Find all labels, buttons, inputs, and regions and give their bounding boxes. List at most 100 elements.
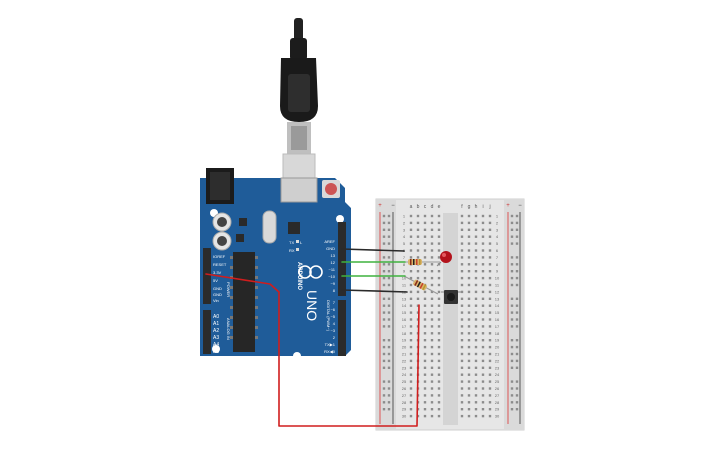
rail-hole [510, 256, 514, 259]
breadboard-hole [437, 414, 441, 418]
breadboard-hole [467, 297, 471, 300]
breadboard-hole [488, 373, 492, 376]
breadboard-hole [430, 414, 434, 418]
digital-pin-label: GND [326, 246, 335, 251]
breadboard-hole [460, 373, 464, 376]
rail-hole [515, 263, 519, 266]
digital-pin-label: TX▶1 [325, 342, 336, 347]
breadboard-hole [437, 228, 441, 231]
column-letter: d [431, 204, 434, 210]
row-number: 11 [495, 283, 500, 288]
breadboard-hole [437, 256, 441, 259]
digital-pin-label: 4 [333, 321, 336, 326]
breadboard-hole [430, 242, 434, 245]
breadboard-hole [416, 290, 420, 294]
row-number: 15 [495, 310, 500, 315]
breadboard-hole [488, 414, 492, 418]
breadboard-hole [467, 263, 471, 266]
reset-label: RESET [213, 262, 227, 267]
breadboard-hole [409, 304, 413, 307]
breadboard-hole [460, 332, 464, 335]
breadboard-hole [474, 276, 478, 280]
breadboard-hole [481, 235, 485, 238]
breadboard-hole [430, 318, 434, 321]
breadboard-hole [488, 387, 492, 390]
breadboard-hole [467, 414, 471, 418]
rail-hole [387, 311, 391, 314]
rail-hole [510, 214, 514, 218]
wire-black-gnd [341, 248, 405, 252]
row-number: 29 [402, 407, 407, 412]
rail-hole [387, 345, 391, 349]
breadboard-hole [474, 318, 478, 321]
breadboard-hole [416, 311, 420, 314]
breadboard-hole [460, 297, 464, 300]
breadboard-hole [481, 290, 485, 294]
breadboard-hole [423, 394, 427, 397]
resistor-1 [402, 259, 440, 265]
breadboard-hole [430, 235, 434, 238]
rail-plus-label: + [378, 203, 382, 209]
breadboard-hole [430, 401, 434, 404]
breadboard-hole [467, 235, 471, 238]
rail-hole [382, 214, 386, 218]
analog-pin-label: A0 [213, 314, 219, 320]
breadboard-hole [430, 311, 434, 314]
breadboard-hole [481, 345, 485, 349]
breadboard-hole [467, 373, 471, 376]
breadboard-hole [437, 380, 441, 383]
rail-hole [515, 380, 519, 383]
breadboard-hole [437, 221, 441, 225]
breadboard-hole [460, 263, 464, 266]
breadboard-hole [416, 221, 420, 225]
breadboard-hole [423, 256, 427, 259]
breadboard-hole [409, 221, 413, 225]
breadboard-hole [430, 249, 434, 252]
row-number: 29 [495, 407, 500, 412]
rail-hole [382, 401, 386, 404]
analog-pin-label: A3 [213, 335, 219, 341]
breadboard-hole [437, 249, 441, 252]
row-number: 1 [496, 214, 499, 219]
rail-hole [382, 366, 386, 369]
breadboard-hole [488, 214, 492, 218]
breadboard-hole [481, 387, 485, 390]
column-letter: e [438, 204, 441, 210]
analog-header [203, 310, 211, 354]
breadboard-hole [488, 401, 492, 404]
rail-hole [387, 408, 391, 411]
breadboard-hole [430, 290, 434, 294]
row-number: 22 [495, 358, 500, 363]
rail-hole [382, 276, 386, 280]
breadboard-hole [474, 394, 478, 397]
breadboard-hole [409, 352, 413, 356]
row-number: 18 [495, 331, 500, 336]
rail-hole [510, 380, 514, 383]
row-number: 27 [402, 393, 407, 398]
breadboard-hole [409, 256, 413, 259]
breadboard-hole [437, 387, 441, 390]
breadboard-hole [481, 263, 485, 266]
rail-hole [387, 380, 391, 383]
rail-hole [515, 394, 519, 397]
breadboard-hole [467, 359, 471, 363]
rail-hole [510, 408, 514, 411]
wire-red-5v [205, 273, 420, 427]
breadboard-hole [488, 276, 492, 280]
breadboard-hole [423, 352, 427, 356]
breadboard-hole [409, 311, 413, 314]
breadboard-hole [430, 332, 434, 335]
row-number: 22 [402, 358, 407, 363]
breadboard-hole [460, 214, 464, 218]
breadboard-hole [488, 304, 492, 307]
breadboard-hole [474, 214, 478, 218]
rail-hole [382, 394, 386, 397]
rail-hole [387, 304, 391, 307]
breadboard-hole [460, 228, 464, 231]
rail-hole [382, 263, 386, 266]
rail-hole [382, 345, 386, 349]
rail-hole [510, 276, 514, 280]
breadboard-hole [423, 408, 427, 411]
analog-header-label: ANALOG IN [226, 318, 231, 340]
